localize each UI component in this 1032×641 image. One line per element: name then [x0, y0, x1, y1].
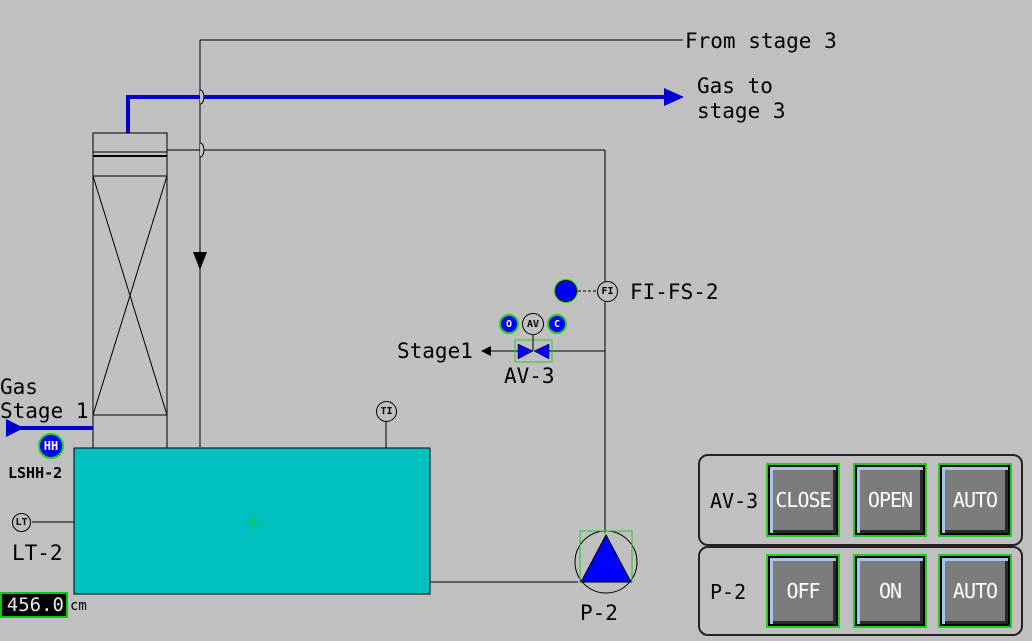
- av3-open-indicator[interactable]: O: [499, 314, 519, 334]
- ti-indicator[interactable]: TI: [376, 401, 397, 422]
- lshh-tag-label: LSHH-2: [8, 464, 63, 482]
- stage1-outlet-label: Stage1: [397, 339, 473, 363]
- fi-tag-label: FI-FS-2: [630, 280, 719, 304]
- p2-on-button[interactable]: ON: [853, 554, 927, 628]
- from-stage3-label: From stage 3: [685, 29, 837, 53]
- p2-auto-button[interactable]: AUTO: [938, 554, 1012, 628]
- av3-open-button[interactable]: OPEN: [853, 463, 927, 537]
- gas-inlet-label-2: Stage 1: [0, 399, 89, 423]
- fi-indicator[interactable]: FI: [597, 281, 618, 302]
- av3-control-panel: AV-3 CLOSE OPEN AUTO: [698, 454, 1023, 546]
- valve-left-icon[interactable]: [517, 343, 534, 360]
- gas-to-stage3-label-1: Gas to: [697, 74, 773, 98]
- lt-tag-label: LT-2: [12, 541, 63, 565]
- gas-inlet-arrow-icon: [6, 419, 24, 437]
- line-crossing: [199, 142, 205, 158]
- pump-icon[interactable]: [580, 533, 632, 583]
- line-crossing: [199, 89, 205, 105]
- p2-panel-label: P-2: [710, 580, 747, 604]
- pump-tag-label: P-2: [580, 601, 618, 625]
- av3-close-indicator[interactable]: C: [547, 314, 567, 334]
- valve-right-icon[interactable]: [533, 343, 550, 360]
- tank-center-mark: [243, 513, 261, 531]
- packed-column: [92, 132, 168, 449]
- recirculation-line: [167, 149, 606, 583]
- av3-auto-button[interactable]: AUTO: [938, 463, 1012, 537]
- gas-to-stage3-label-2: stage 3: [697, 99, 786, 123]
- lshh-indicator[interactable]: HH: [38, 433, 64, 459]
- p2-off-button[interactable]: OFF: [766, 554, 840, 628]
- from-stage3-line: [199, 39, 683, 447]
- gas-to-stage3-line: [126, 95, 665, 133]
- av3-close-button[interactable]: CLOSE: [766, 463, 840, 537]
- lt-indicator[interactable]: LT: [12, 513, 31, 532]
- gas-inlet-label-1: Gas: [0, 375, 38, 399]
- flow-arrow-down-icon: [193, 252, 207, 270]
- p2-control-panel: P-2 OFF ON AUTO: [698, 546, 1023, 636]
- av3-panel-label: AV-3: [710, 489, 759, 513]
- fi-status-lamp[interactable]: [554, 279, 578, 303]
- av3-tag-label: AV-3: [504, 364, 555, 388]
- gas-arrow-right-icon: [664, 88, 684, 106]
- level-readout[interactable]: 456.0: [0, 592, 68, 618]
- av3-av-indicator[interactable]: AV: [522, 313, 544, 335]
- level-unit: cm: [70, 598, 87, 614]
- stage1-arrow-icon: [481, 346, 491, 356]
